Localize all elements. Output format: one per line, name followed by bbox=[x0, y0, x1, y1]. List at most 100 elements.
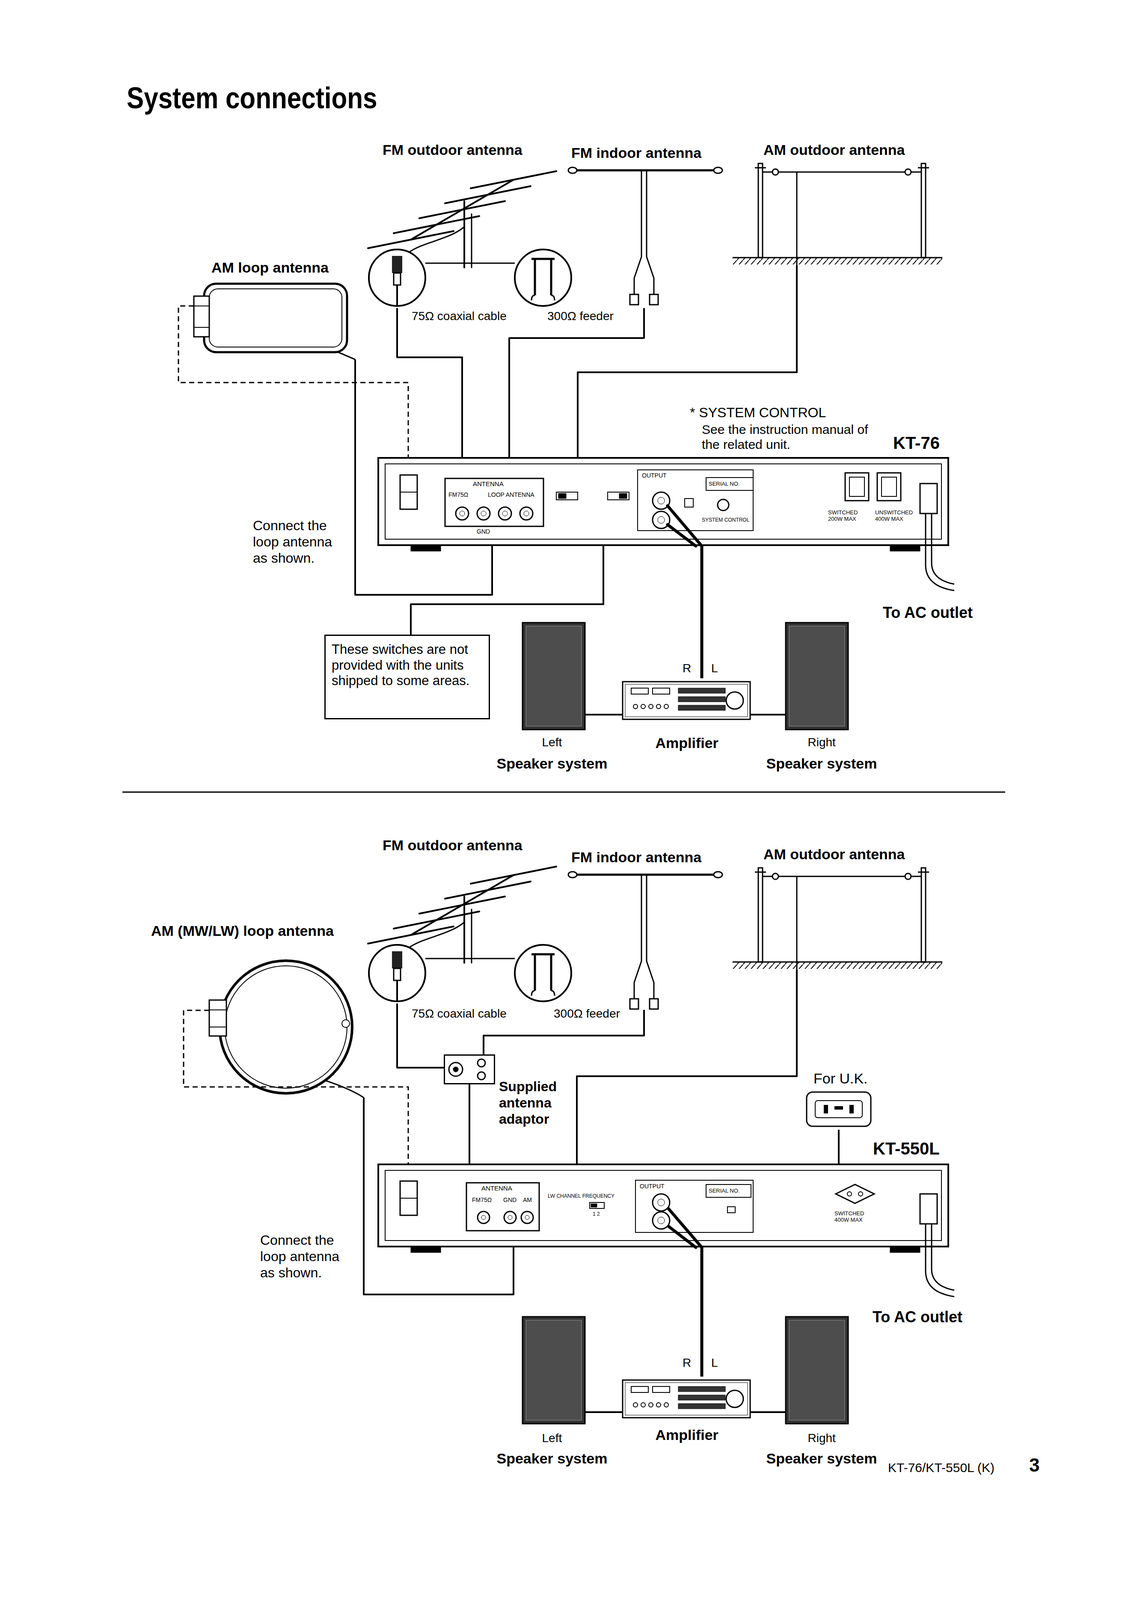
kt76-rear-panel-part bbox=[498, 507, 512, 520]
instruction-text: To AC outlet bbox=[882, 603, 973, 622]
uk-plug bbox=[806, 1092, 871, 1127]
kt550l-rear-panel-part bbox=[657, 1199, 665, 1206]
antenna: AM outdoor antenna bbox=[755, 141, 940, 266]
cable-label: 75Ω coaxial cable bbox=[409, 308, 509, 324]
kt550l-rear-panel-part bbox=[589, 1202, 605, 1209]
ac-cord bbox=[925, 513, 955, 1297]
speaker-cabinet bbox=[522, 1316, 585, 1424]
kt550l-rear-panel-part bbox=[400, 1197, 418, 1199]
kt550l-rear-panel-part bbox=[652, 1193, 670, 1212]
node-label: Supplied antenna adaptor bbox=[498, 1078, 572, 1128]
panel-marking: SYSTEM CONTROL bbox=[701, 516, 750, 523]
connector-inset bbox=[368, 944, 572, 1002]
kt76-rear-panel-part bbox=[455, 507, 469, 520]
speaker-wire-part bbox=[749, 1411, 754, 1414]
node-label: Speaker system bbox=[496, 754, 608, 772]
kt550l-rear-panel-part bbox=[635, 1180, 754, 1233]
antenna-wire bbox=[753, 1411, 756, 1414]
note-text: See the instruction manual of the relate… bbox=[701, 421, 882, 453]
kt550l-rear-panel-part bbox=[400, 1181, 418, 1216]
panel-marking: FM75Ω bbox=[448, 491, 469, 499]
kt550l-rear-panel-part bbox=[410, 1247, 441, 1253]
kt550l-rear-panel-part bbox=[507, 1215, 513, 1220]
kt550l-rear-panel-part bbox=[652, 1211, 670, 1229]
node-label: FM outdoor antenna bbox=[382, 836, 523, 854]
kt550l-rear-panel-part bbox=[858, 1191, 863, 1197]
channel-marking: R bbox=[682, 661, 692, 676]
speaker-wire-part bbox=[755, 713, 786, 716]
kt550l-rear-panel-part bbox=[847, 1191, 852, 1197]
speaker-cabinet bbox=[785, 622, 849, 730]
kt76-rear-panel bbox=[385, 463, 942, 552]
amplifier-front bbox=[622, 681, 751, 720]
node-label: Speaker system bbox=[766, 1449, 878, 1467]
kt550l-rear-panel-part bbox=[890, 1247, 921, 1253]
antenna: FM indoor antenna bbox=[564, 144, 728, 309]
panel-marking: OUTPUT bbox=[639, 1182, 665, 1191]
note-text: * SYSTEM CONTROL bbox=[689, 404, 826, 422]
panel-marking: UNSWITCHED 400W MAX bbox=[875, 509, 918, 523]
node-label: FM indoor antenna bbox=[571, 848, 702, 866]
kt550l-rear-panel bbox=[385, 1170, 942, 1253]
node-label: Left bbox=[542, 1430, 563, 1446]
node-label: Amplifier bbox=[655, 734, 719, 752]
uk-plug-part bbox=[806, 1092, 871, 1127]
am-loop-antenna-part bbox=[193, 296, 210, 337]
kt550l-rear-panel-part bbox=[385, 1170, 942, 1241]
panel-marking: OUTPUT bbox=[641, 472, 667, 480]
node-label: AM (MW/LW) loop antenna bbox=[151, 922, 334, 940]
antenna-wire bbox=[363, 1097, 514, 1295]
kt550l-rear-panel-part bbox=[920, 1193, 938, 1224]
am-loop-antenna-part bbox=[193, 326, 210, 328]
page-number: 3 bbox=[1029, 1454, 1040, 1477]
antenna-wire bbox=[616, 713, 621, 716]
am-mw-lw-loop-antenna-part bbox=[224, 965, 348, 1089]
uk-plug-part bbox=[823, 1104, 829, 1114]
amplifier: Amplifier bbox=[620, 678, 754, 758]
kt76-rear-panel-part bbox=[480, 510, 487, 517]
antenna-adaptor-part bbox=[448, 1062, 463, 1077]
antenna: FM indoor antenna bbox=[564, 848, 728, 1010]
panel-marking: ANTENNA bbox=[481, 1184, 513, 1193]
note-box: These switches are not provided with the… bbox=[324, 634, 490, 720]
uk-plug-part bbox=[815, 1100, 863, 1118]
node-label: AM loop antenna bbox=[211, 258, 329, 277]
kt550l-rear-panel-part bbox=[466, 1182, 540, 1231]
antenna-wire bbox=[753, 713, 756, 716]
node-label: For U.K. bbox=[813, 1069, 868, 1087]
amplifier: Amplifier bbox=[620, 1376, 754, 1456]
speaker-wire bbox=[584, 714, 786, 1413]
ac-cord-part bbox=[925, 1223, 955, 1297]
panel-marking: SERIAL NO. bbox=[708, 480, 740, 487]
node-label: FM indoor antenna bbox=[571, 144, 702, 162]
speaker-wire-part bbox=[620, 1411, 624, 1414]
panel-marking: SERIAL NO. bbox=[708, 1187, 740, 1194]
page-title: System connections bbox=[126, 80, 378, 116]
am-loop-antenna bbox=[193, 283, 356, 360]
output-cable-part bbox=[667, 505, 702, 547]
kt76-rear-panel-part bbox=[657, 516, 665, 524]
panel-marking: ANTENNA bbox=[472, 480, 504, 488]
am-mw-lw-loop-antenna-part bbox=[209, 1026, 227, 1028]
kt550l-rear-panel-part bbox=[657, 1217, 665, 1224]
am-mw-lw-loop-antenna bbox=[209, 960, 364, 1098]
am-outdoor-wire-antenna bbox=[732, 867, 943, 970]
am-mw-lw-loop-antenna-part bbox=[341, 1019, 350, 1028]
kt550l-rear-panel-part bbox=[521, 1211, 534, 1224]
kt76-rear-panel-part bbox=[558, 493, 567, 499]
kt550l-rear-panel-part bbox=[477, 1211, 490, 1224]
channel-marking: L bbox=[711, 1355, 719, 1370]
speaker-cabinet bbox=[785, 1316, 849, 1424]
am-loop-antenna-part bbox=[338, 352, 356, 360]
speaker-system: LeftSpeaker system bbox=[487, 1314, 617, 1473]
amplifier-front bbox=[622, 1380, 751, 1418]
node-label: KT-550L bbox=[872, 1138, 940, 1159]
kt550l-rear-panel-part bbox=[706, 1184, 752, 1198]
kt76-rear-panel-part bbox=[523, 510, 529, 517]
kt76-rear-panel-part bbox=[459, 510, 465, 517]
page-footer: KT-76/KT-550L (K) bbox=[887, 1460, 995, 1476]
am-loop-antenna-part bbox=[193, 305, 210, 307]
